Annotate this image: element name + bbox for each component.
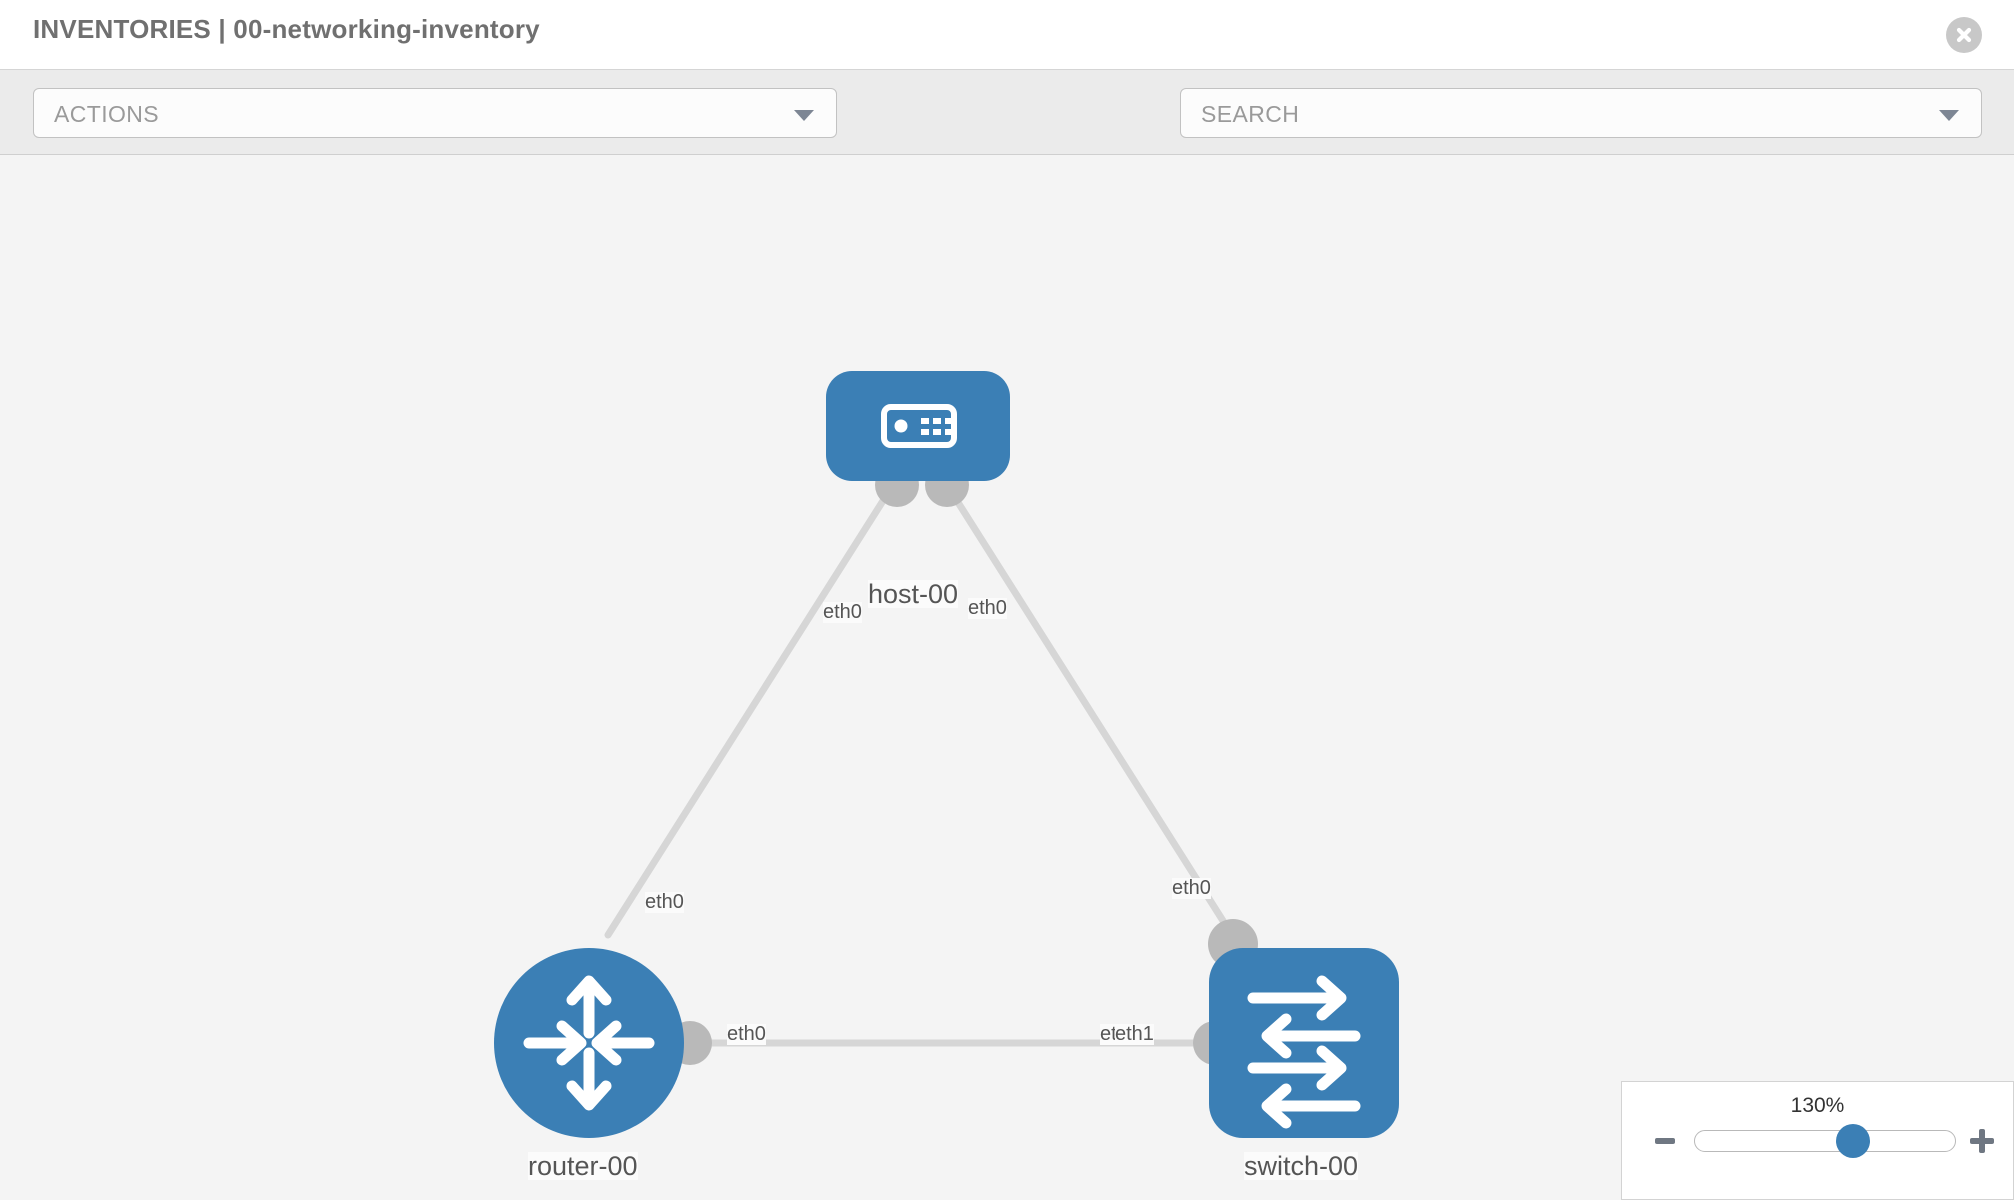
zoom-in-button[interactable] (1967, 1126, 1997, 1156)
link-host-switch (943, 481, 1236, 939)
page-title: INVENTORIES | 00-networking-inventory (33, 14, 540, 44)
actions-dropdown-label: ACTIONS (54, 101, 160, 127)
toolbar: ACTIONS SEARCH (0, 69, 2014, 198)
iface-label-host-eth0-right: eth0 (968, 597, 1007, 619)
iface-label-host-eth0-left: eth0 (823, 601, 862, 623)
topology-graph (494, 371, 1399, 1138)
zoom-control-panel: 130% (1621, 1081, 2014, 1200)
node-label-switch-00: switch-00 (1244, 1151, 1359, 1181)
chevron-down-icon (794, 110, 814, 121)
server-icon (881, 404, 957, 448)
node-switch-00[interactable] (1209, 948, 1399, 1138)
topology-canvas[interactable]: host-00 router-00 switch-00 eth0 eth0 et… (0, 155, 2014, 1200)
node-host-00[interactable] (826, 371, 1010, 481)
search-input[interactable]: SEARCH (1180, 88, 1982, 138)
iface-label-router-eth0: eth0 (727, 1023, 766, 1045)
switch-icon (1247, 975, 1361, 1129)
zoom-slider-thumb[interactable] (1836, 1124, 1871, 1158)
iface-label-router-eth0-uplink: eth0 (645, 891, 684, 913)
link-host-router (604, 481, 897, 939)
close-icon[interactable] (1946, 17, 1982, 53)
iface-label-switch-eth1: eth1 (1115, 1023, 1154, 1045)
iface-label-switch-eth0-uplink: eth0 (1172, 877, 1211, 899)
zoom-percent-label: 130% (1790, 1094, 1845, 1117)
search-placeholder: SEARCH (1201, 101, 1300, 127)
zoom-slider[interactable] (1694, 1124, 1956, 1158)
topology-links (604, 481, 1236, 1047)
node-label-host-00: host-00 (868, 579, 959, 609)
zoom-out-button[interactable] (1650, 1126, 1680, 1156)
router-icon (523, 975, 655, 1111)
search-chevron-down-icon[interactable] (1939, 110, 1959, 121)
page-header: INVENTORIES | 00-networking-inventory (0, 0, 2014, 69)
node-label-router-00: router-00 (528, 1151, 638, 1181)
node-router-00[interactable] (494, 948, 684, 1138)
actions-dropdown[interactable]: ACTIONS (33, 88, 837, 138)
interface-nubs (668, 463, 1258, 1065)
